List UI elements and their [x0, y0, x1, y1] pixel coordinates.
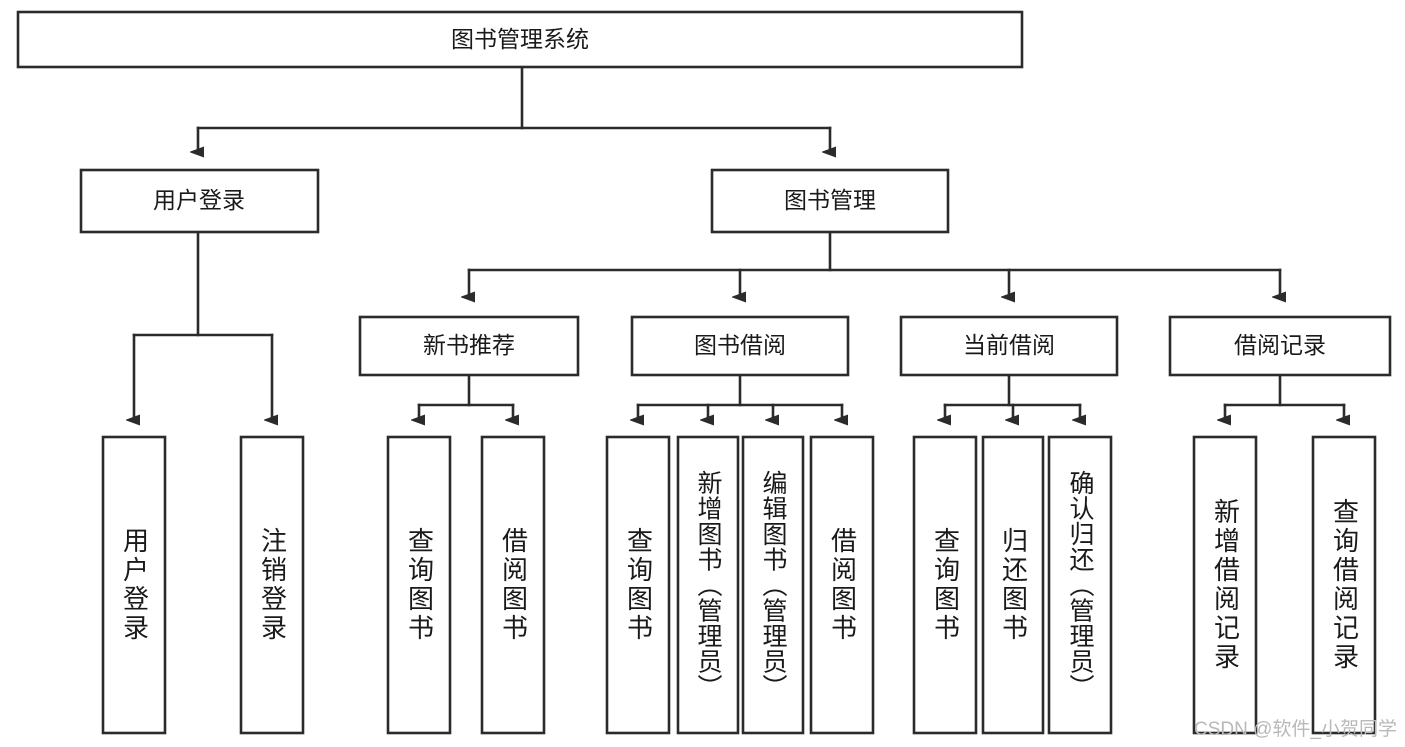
leaf-box-query-book-1[interactable] [386, 435, 452, 735]
node-new-book-recommend-label: 新书推荐 [423, 332, 515, 358]
node-borrow-record-label: 借阅记录 [1234, 332, 1326, 358]
node-book-manage[interactable]: 图书管理 [710, 168, 950, 234]
node-book-borrow[interactable]: 图书借阅 [630, 315, 850, 377]
leaf-box-borrow-book-2[interactable] [809, 435, 875, 735]
leaf-box-return-book[interactable] [981, 435, 1045, 735]
node-root-label: 图书管理系统 [451, 26, 589, 52]
node-borrow-record[interactable]: 借阅记录 [1168, 315, 1392, 377]
leaf-box-add-record[interactable] [1192, 435, 1258, 735]
node-new-book-recommend-box[interactable] [358, 315, 580, 377]
leaf-box-user-logout[interactable] [239, 435, 305, 735]
leaf-box-confirm-return[interactable] [1047, 435, 1113, 735]
node-book-manage-box[interactable] [710, 168, 950, 234]
connector-bookmanage-to-level3 [469, 230, 1280, 297]
node-book-borrow-label: 图书借阅 [694, 332, 786, 358]
node-borrow-record-box[interactable] [1168, 315, 1392, 377]
node-book-borrow-box[interactable] [630, 315, 850, 377]
node-user-login-label: 用户登录 [153, 187, 245, 213]
node-book-manage-label: 图书管理 [784, 187, 876, 213]
connector-newbook-to-leaves [419, 373, 513, 420]
node-root-box[interactable] [16, 10, 1024, 69]
leaf-box-add-book[interactable] [676, 435, 740, 735]
connector-userlogin-to-leaves [134, 230, 272, 420]
leaf-box-borrow-book-1[interactable] [480, 435, 546, 735]
leaf-box-edit-book[interactable] [741, 435, 805, 735]
connector-root-to-level2 [198, 65, 830, 152]
leaf-box-query-record[interactable] [1311, 435, 1377, 735]
node-current-borrow[interactable]: 当前借阅 [899, 315, 1119, 377]
connector-bookborrow-to-leaves [638, 373, 842, 420]
node-user-login-box[interactable] [79, 168, 320, 234]
leaf-box-user-login[interactable] [101, 435, 167, 735]
node-user-login[interactable]: 用户登录 [79, 168, 320, 234]
connector-currentborrow-to-leaves [945, 373, 1080, 420]
leaf-box-query-book-3[interactable] [912, 435, 978, 735]
node-new-book-recommend[interactable]: 新书推荐 [358, 315, 580, 377]
node-current-borrow-box[interactable] [899, 315, 1119, 377]
node-root[interactable]: 图书管理系统 [16, 10, 1024, 69]
connector-borrowrecord-to-leaves [1225, 373, 1344, 420]
node-current-borrow-label: 当前借阅 [963, 332, 1055, 358]
leaf-box-query-book-2[interactable] [605, 435, 671, 735]
